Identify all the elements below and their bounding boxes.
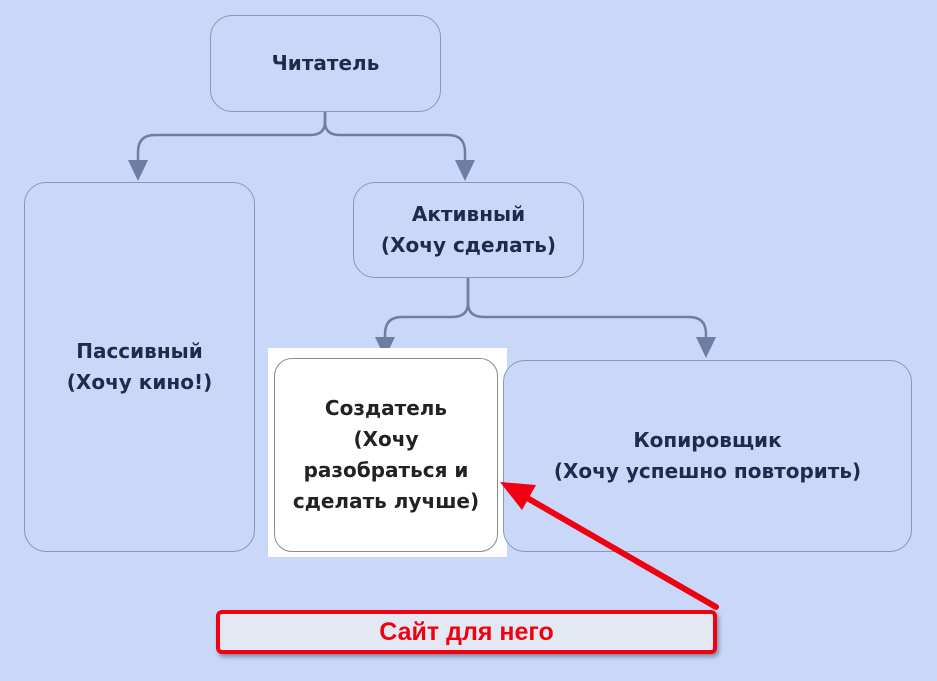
red-arrowhead-icon — [500, 482, 536, 510]
arrowhead-icon — [128, 160, 148, 181]
node-label: Копировщик — [633, 428, 782, 452]
node-sublabel: (Хочу сделать) — [380, 233, 557, 257]
node-sublabel: (Хочу успешно повторить) — [553, 459, 862, 483]
node-sublabel: разобраться и — [303, 458, 469, 482]
arrowhead-icon — [696, 337, 716, 358]
connector-active-creator — [383, 277, 470, 342]
node-sublabel: (Хочу — [353, 427, 419, 451]
connector-reader-passive — [136, 111, 327, 165]
connector-reader-active — [323, 111, 467, 165]
arrowhead-icon — [455, 160, 475, 181]
node-label: Активный — [411, 202, 526, 226]
callout-label: Сайт для него — [379, 617, 554, 646]
node-sublabel: сделать лучше) — [292, 489, 480, 513]
node-sublabel: (Хочу кино!) — [66, 370, 213, 394]
node-reader: Читатель — [210, 15, 441, 112]
node-creator: Создатель (Хочу разобраться и сделать лучше… — [274, 358, 498, 552]
node-passive: Пассивный (Хочу кино!) — [24, 182, 255, 552]
callout-box: Сайт для него — [216, 610, 717, 654]
node-label: Читатель — [271, 51, 380, 75]
node-label: Пассивный — [76, 339, 203, 363]
arrowhead-icon — [375, 337, 395, 358]
connector-active-copier — [466, 277, 708, 342]
node-active: Активный (Хочу сделать) — [353, 182, 584, 278]
node-label: Создатель — [324, 396, 448, 420]
